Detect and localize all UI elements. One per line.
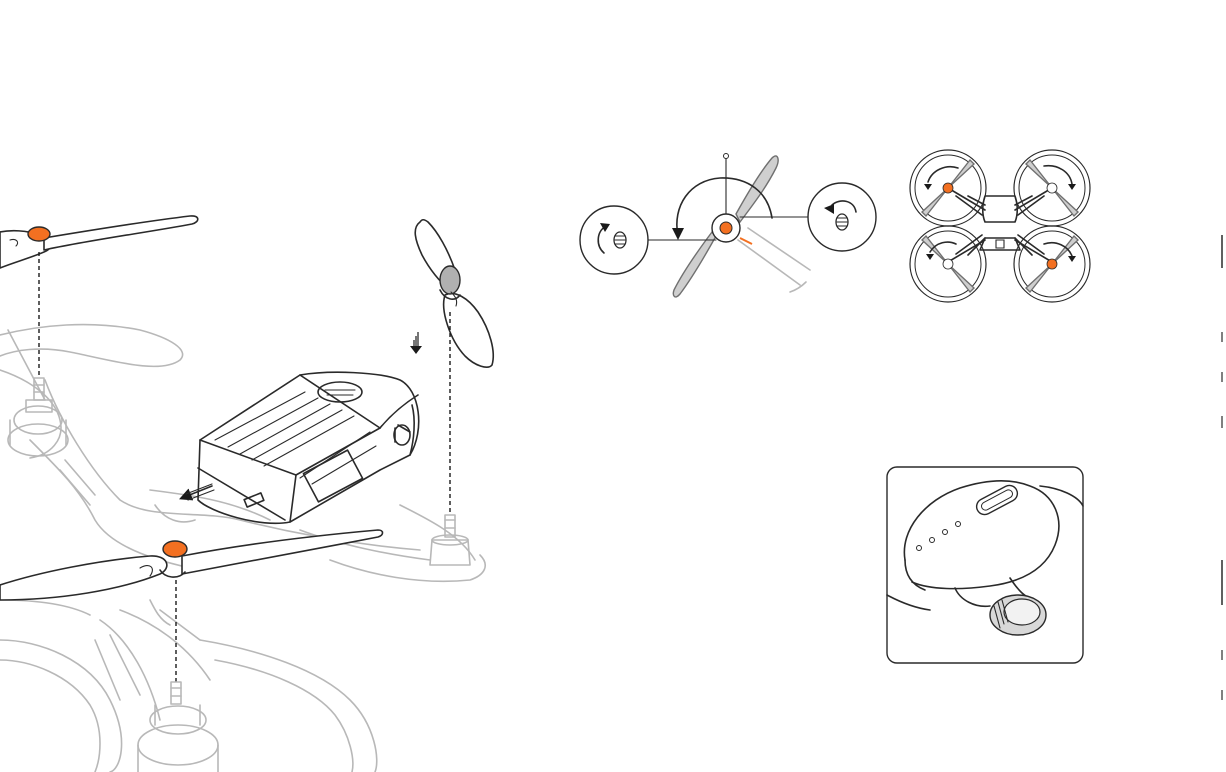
propeller-rotation-diagram — [580, 154, 876, 297]
propeller-top-left — [0, 216, 198, 378]
prop-guard-bottom-left — [910, 226, 986, 302]
prop-guard-top-left — [910, 150, 986, 226]
unlock-rotation-icon — [808, 183, 876, 251]
drone-assembly-illustration — [0, 216, 493, 772]
propeller-right — [410, 220, 493, 515]
orange-hub-cap — [163, 541, 187, 557]
prop-guard-bottom-right — [1014, 226, 1090, 302]
lock-rotation-icon — [580, 206, 648, 274]
drone-top-view-rotation — [910, 150, 1090, 302]
prop-guard-top-right — [1014, 150, 1090, 226]
motor-bottom — [171, 682, 181, 704]
propeller-bottom — [0, 530, 383, 682]
battery-indicator-closeup — [887, 467, 1083, 663]
down-arrow-icon — [410, 332, 422, 354]
orange-hub-cap — [28, 227, 50, 241]
motor-right — [430, 515, 470, 565]
